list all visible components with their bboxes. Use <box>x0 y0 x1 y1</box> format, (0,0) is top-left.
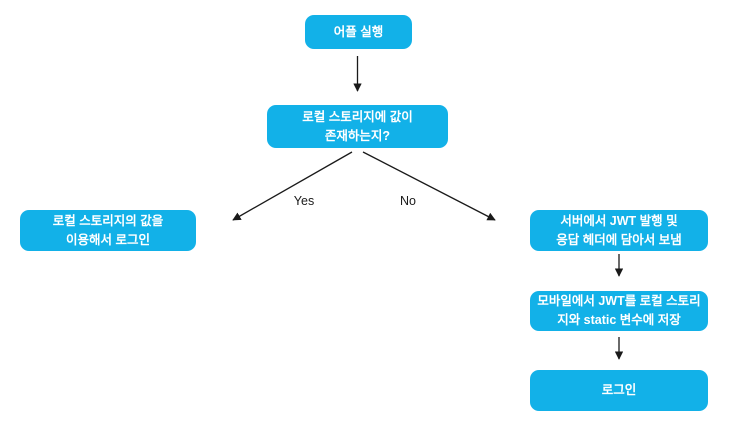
edge-label-no: No <box>400 194 416 208</box>
flowchart-node-app-start: 어플 실행 <box>305 15 412 49</box>
edge-check-to-issue-jwt <box>362 151 496 221</box>
flowchart-node-login: 로그인 <box>530 370 708 411</box>
edge-label-yes: Yes <box>293 194 315 208</box>
flowchart-node-login-with-local-storage: 로컬 스토리지의 값을 이용해서 로그인 <box>20 210 196 251</box>
flowchart-node-mobile-save-jwt: 모바일에서 JWT를 로컬 스토리 지와 static 변수에 저장 <box>530 291 708 331</box>
edge-check-to-login-local <box>232 151 353 221</box>
flowchart-node-server-issue-jwt: 서버에서 JWT 발행 및 응답 헤더에 담아서 보냄 <box>530 210 708 251</box>
flowchart-node-local-storage-check: 로컬 스토리지에 값이 존재하는지? <box>267 105 448 148</box>
